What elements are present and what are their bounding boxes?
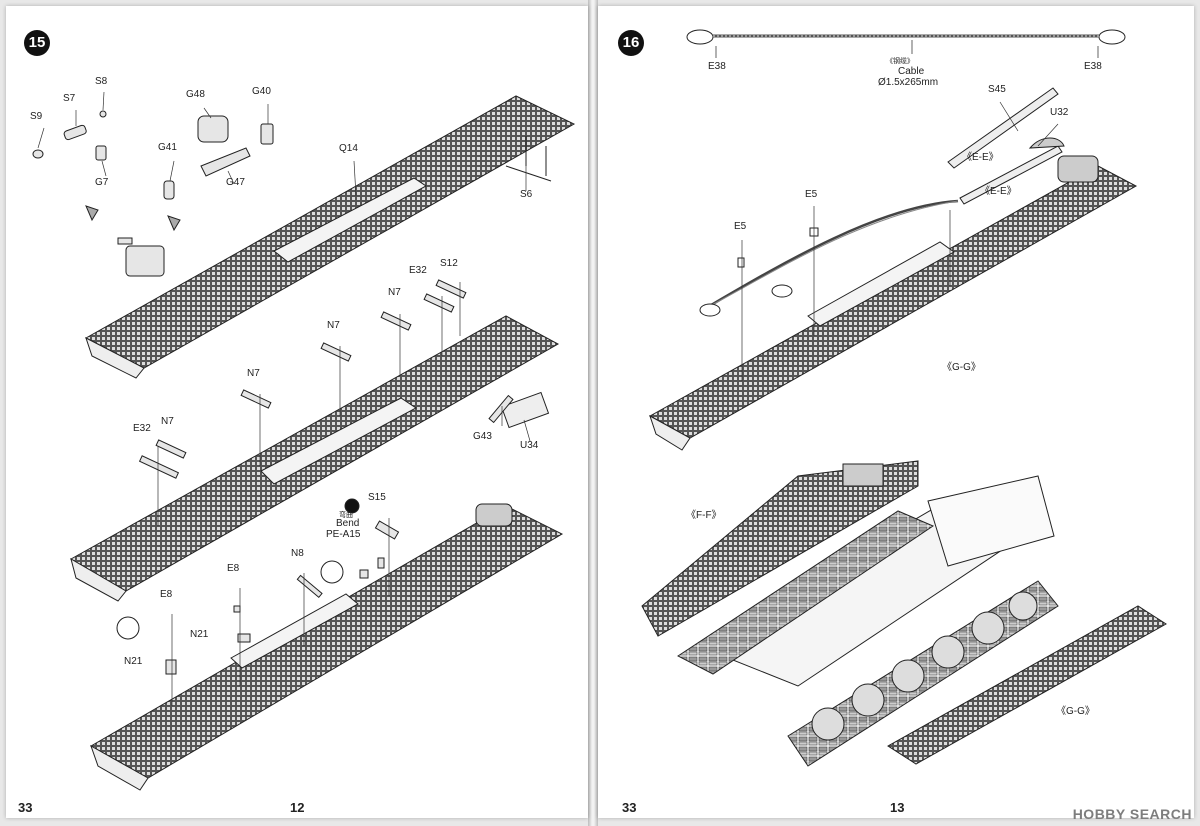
part-label-s45: S45	[988, 84, 1006, 95]
callout-e-e: 《E-E》	[962, 152, 999, 163]
small-parts	[32, 110, 514, 675]
part-label-s8: S8	[95, 76, 108, 87]
part-label-g41: G41	[158, 142, 177, 153]
part-label-e5: E5	[734, 221, 747, 232]
part-label-g40: G40	[252, 86, 271, 97]
part-label-n7: N7	[327, 320, 340, 331]
part-label-e38: E38	[708, 61, 726, 72]
callout-e-e: 《E-E》	[980, 186, 1017, 197]
step-15-illustration	[32, 91, 576, 791]
page-number: 12	[290, 800, 305, 815]
hull-assembly	[641, 460, 1167, 767]
hobby-search-watermark: HOBBY SEARCH	[1072, 806, 1192, 822]
part-label-g48: G48	[186, 89, 205, 100]
part-label-e8: E8	[227, 563, 240, 574]
part-label-u32: U32	[1050, 107, 1069, 118]
step-16-illustration	[641, 29, 1167, 767]
part-label-e8: E8	[160, 589, 173, 600]
part-label-s6: S6	[520, 189, 533, 200]
part-label-n7: N7	[161, 416, 174, 427]
cable-label-cn: 《钢缆》	[886, 58, 914, 65]
leader-lines	[741, 101, 1059, 381]
leader-lines	[37, 91, 531, 706]
callout-g-g: 《G-G》	[942, 362, 981, 373]
footer-page-left: 33	[18, 800, 33, 815]
part-label-n21: N21	[190, 629, 209, 640]
fender-top	[84, 95, 576, 379]
cable-size-label: Ø1.5x265mm	[878, 77, 939, 88]
step-number-badge: 16	[618, 30, 644, 56]
part-label-s12: S12	[440, 258, 458, 269]
part-label-s9: S9	[30, 111, 43, 122]
fender-middle	[69, 315, 560, 602]
callout-g-g: 《G-G》	[1056, 706, 1095, 717]
part-label-q14: Q14	[339, 143, 358, 154]
fender-assembly	[648, 87, 1138, 451]
tow-cable	[686, 29, 1126, 58]
fender-bottom	[89, 503, 564, 791]
part-label-e38: E38	[1084, 61, 1102, 72]
part-label-s15: S15	[368, 492, 386, 503]
bend-label: Bend	[336, 518, 360, 529]
part-label-s7: S7	[63, 93, 76, 104]
footer-page-left: 33	[622, 800, 637, 815]
part-label-u34: U34	[520, 440, 539, 451]
bend-label-cn: 弯曲	[339, 512, 353, 519]
part-label-g47: G47	[226, 177, 245, 188]
callout-f-f: 《F-F》	[686, 510, 722, 521]
part-label-pe-a15: PE-A15	[326, 529, 361, 540]
cable-label: Cable	[898, 66, 925, 77]
part-label-n7: N7	[388, 287, 401, 298]
left-page: 15 S8 S7 S9 G7 G48 G40 G41 G47 Q14 S6 E3…	[6, 6, 588, 818]
part-label-g7: G7	[95, 177, 109, 188]
part-label-e32: E32	[409, 265, 427, 276]
part-label-n8: N8	[291, 548, 304, 559]
step-number-badge: 15	[24, 30, 50, 56]
page-number: 13	[890, 800, 905, 815]
part-label-e32: E32	[133, 423, 151, 434]
right-page: 16 E38 E38 《钢缆》 Cable Ø1.5x265mm S45 U32…	[598, 6, 1194, 818]
part-label-g43: G43	[473, 431, 492, 442]
part-label-n21: N21	[124, 656, 143, 667]
part-label-n7: N7	[247, 368, 260, 379]
part-label-e5: E5	[805, 189, 818, 200]
book-gutter	[588, 0, 598, 826]
